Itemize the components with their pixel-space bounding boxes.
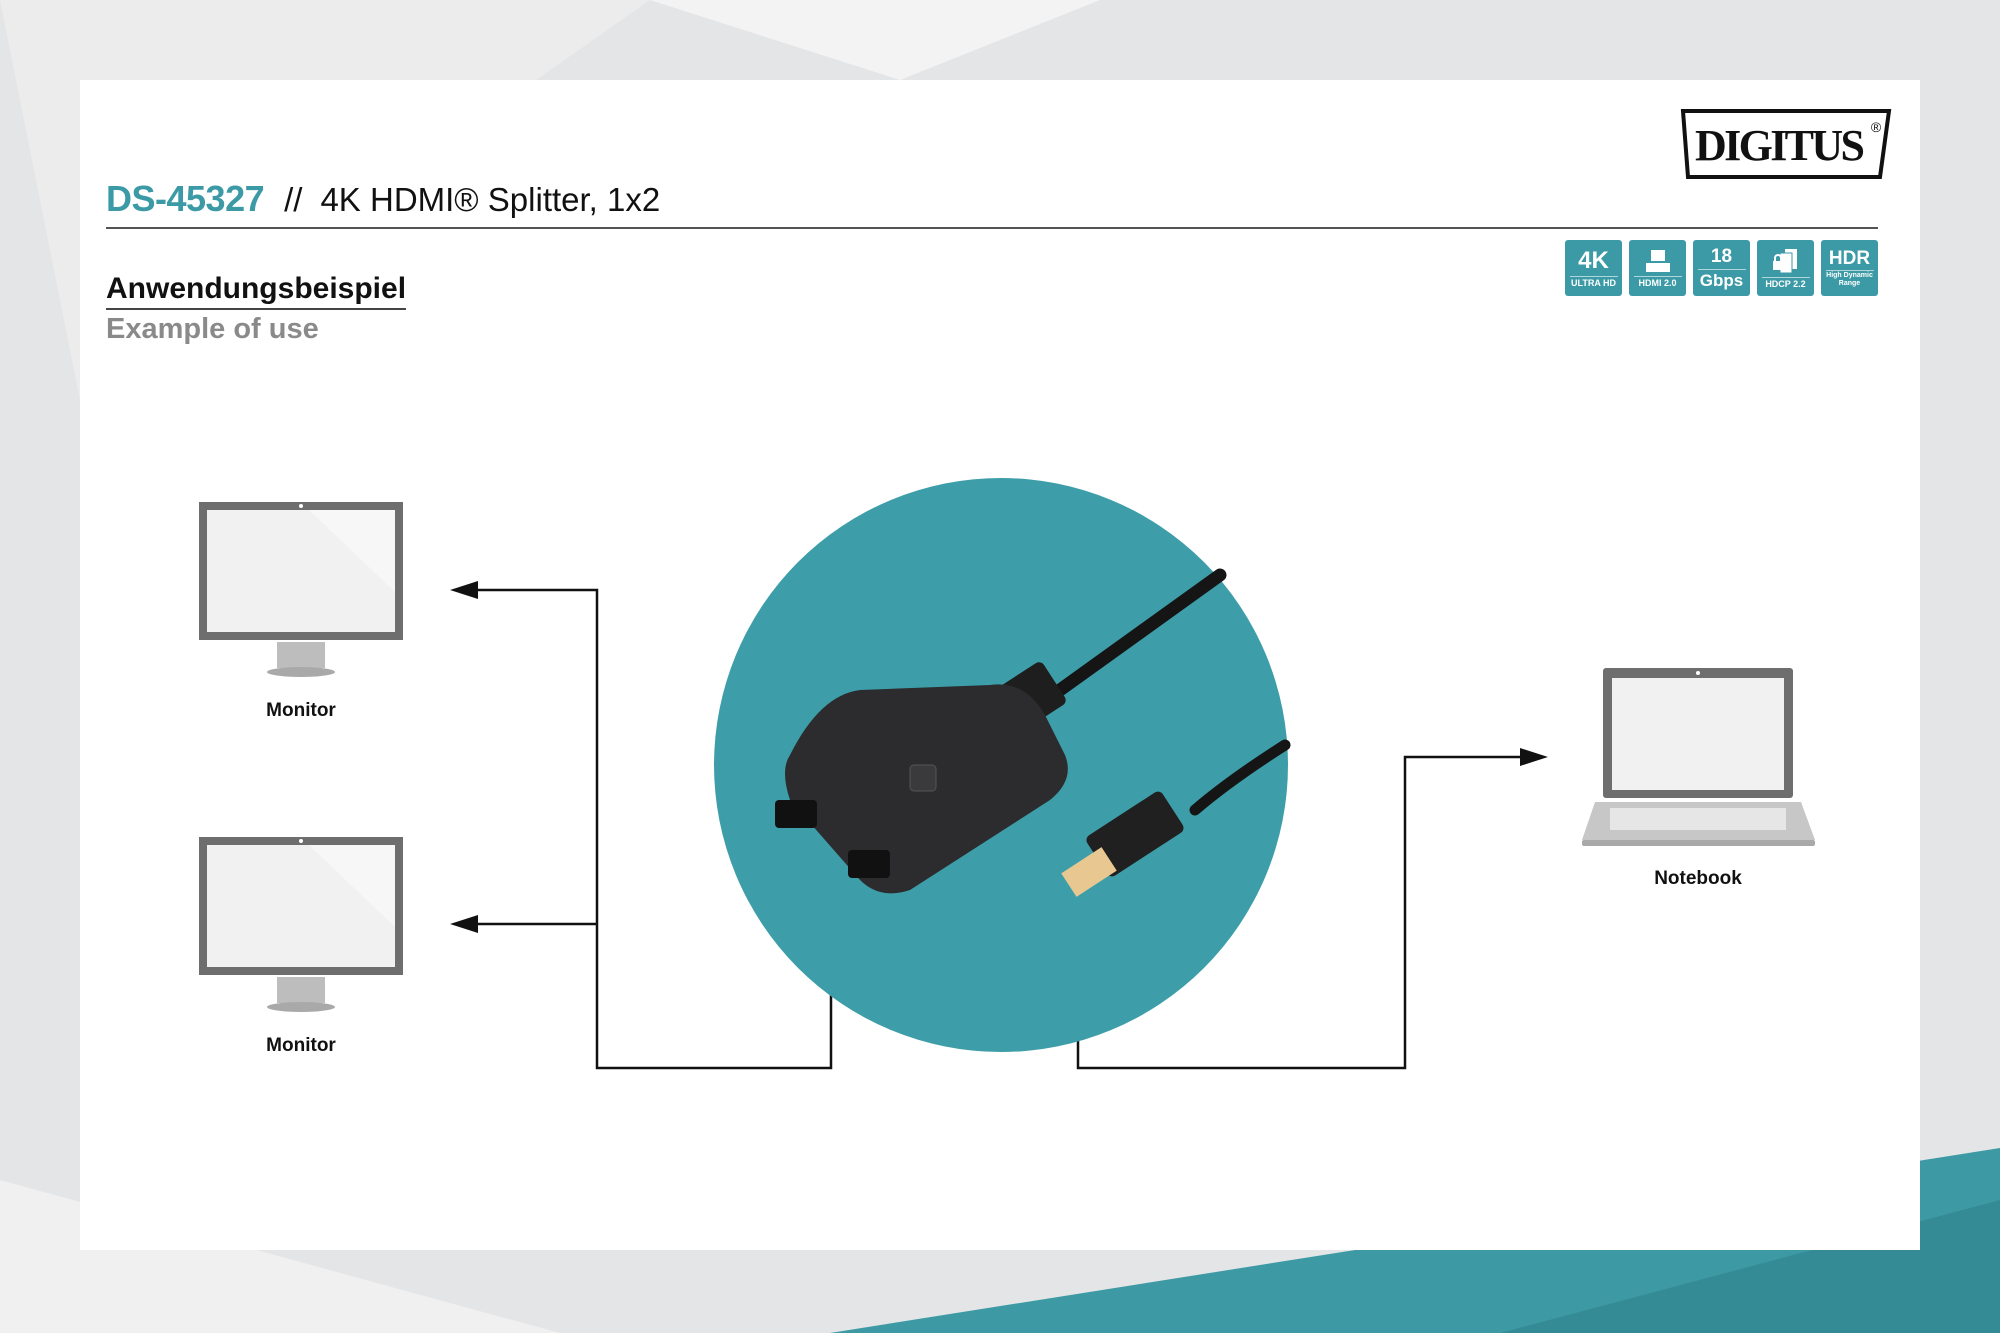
- page-title: DS-45327 // 4K HDMI® Splitter, 1x2: [106, 178, 660, 220]
- section-title-de: Anwendungsbeispiel: [106, 272, 407, 310]
- product-name: 4K HDMI® Splitter, 1x2: [320, 181, 661, 218]
- badge-hdcp: HDCP 2.2: [1757, 240, 1814, 296]
- hdmi-icon: [1645, 249, 1670, 272]
- badge-main: 4K: [1578, 246, 1609, 274]
- title-separator: //: [284, 181, 303, 218]
- badge-sub: HDMI 2.0: [1633, 275, 1682, 288]
- svg-text:DIGITUS: DIGITUS: [1695, 121, 1865, 170]
- section-title-en: Example of use: [106, 313, 319, 345]
- monitor-bottom-icon: [199, 837, 403, 1012]
- svg-text:®: ®: [1871, 119, 1882, 135]
- monitor-top-icon: [199, 502, 403, 677]
- hdmi-splitter-image: [775, 568, 1291, 897]
- arrow-to-monitor-top: [450, 581, 478, 599]
- badge-main: 18: [1710, 246, 1733, 267]
- lock-icon: [1772, 248, 1797, 273]
- monitor-top-label: Monitor: [266, 700, 336, 721]
- badge-sub: High Dynamic Range: [1825, 270, 1874, 287]
- badge-sub: Gbps: [1697, 269, 1746, 289]
- badge-sub: HDCP 2.2: [1761, 276, 1810, 289]
- notebook-icon: [1582, 668, 1815, 846]
- digitus-logo: DIGITUS ®: [1680, 109, 1892, 179]
- arrow-to-notebook: [1520, 748, 1548, 766]
- arrow-to-monitor-bottom: [450, 915, 478, 933]
- badge-hdmi: HDMI 2.0: [1629, 240, 1686, 296]
- monitor-bottom-label: Monitor: [266, 1035, 336, 1056]
- notebook-label: Notebook: [1654, 868, 1742, 889]
- badge-main: HDR: [1828, 248, 1871, 270]
- product-code: DS-45327: [106, 178, 265, 219]
- badge-sub: ULTRA HD: [1569, 275, 1618, 288]
- header-divider: [106, 227, 1878, 229]
